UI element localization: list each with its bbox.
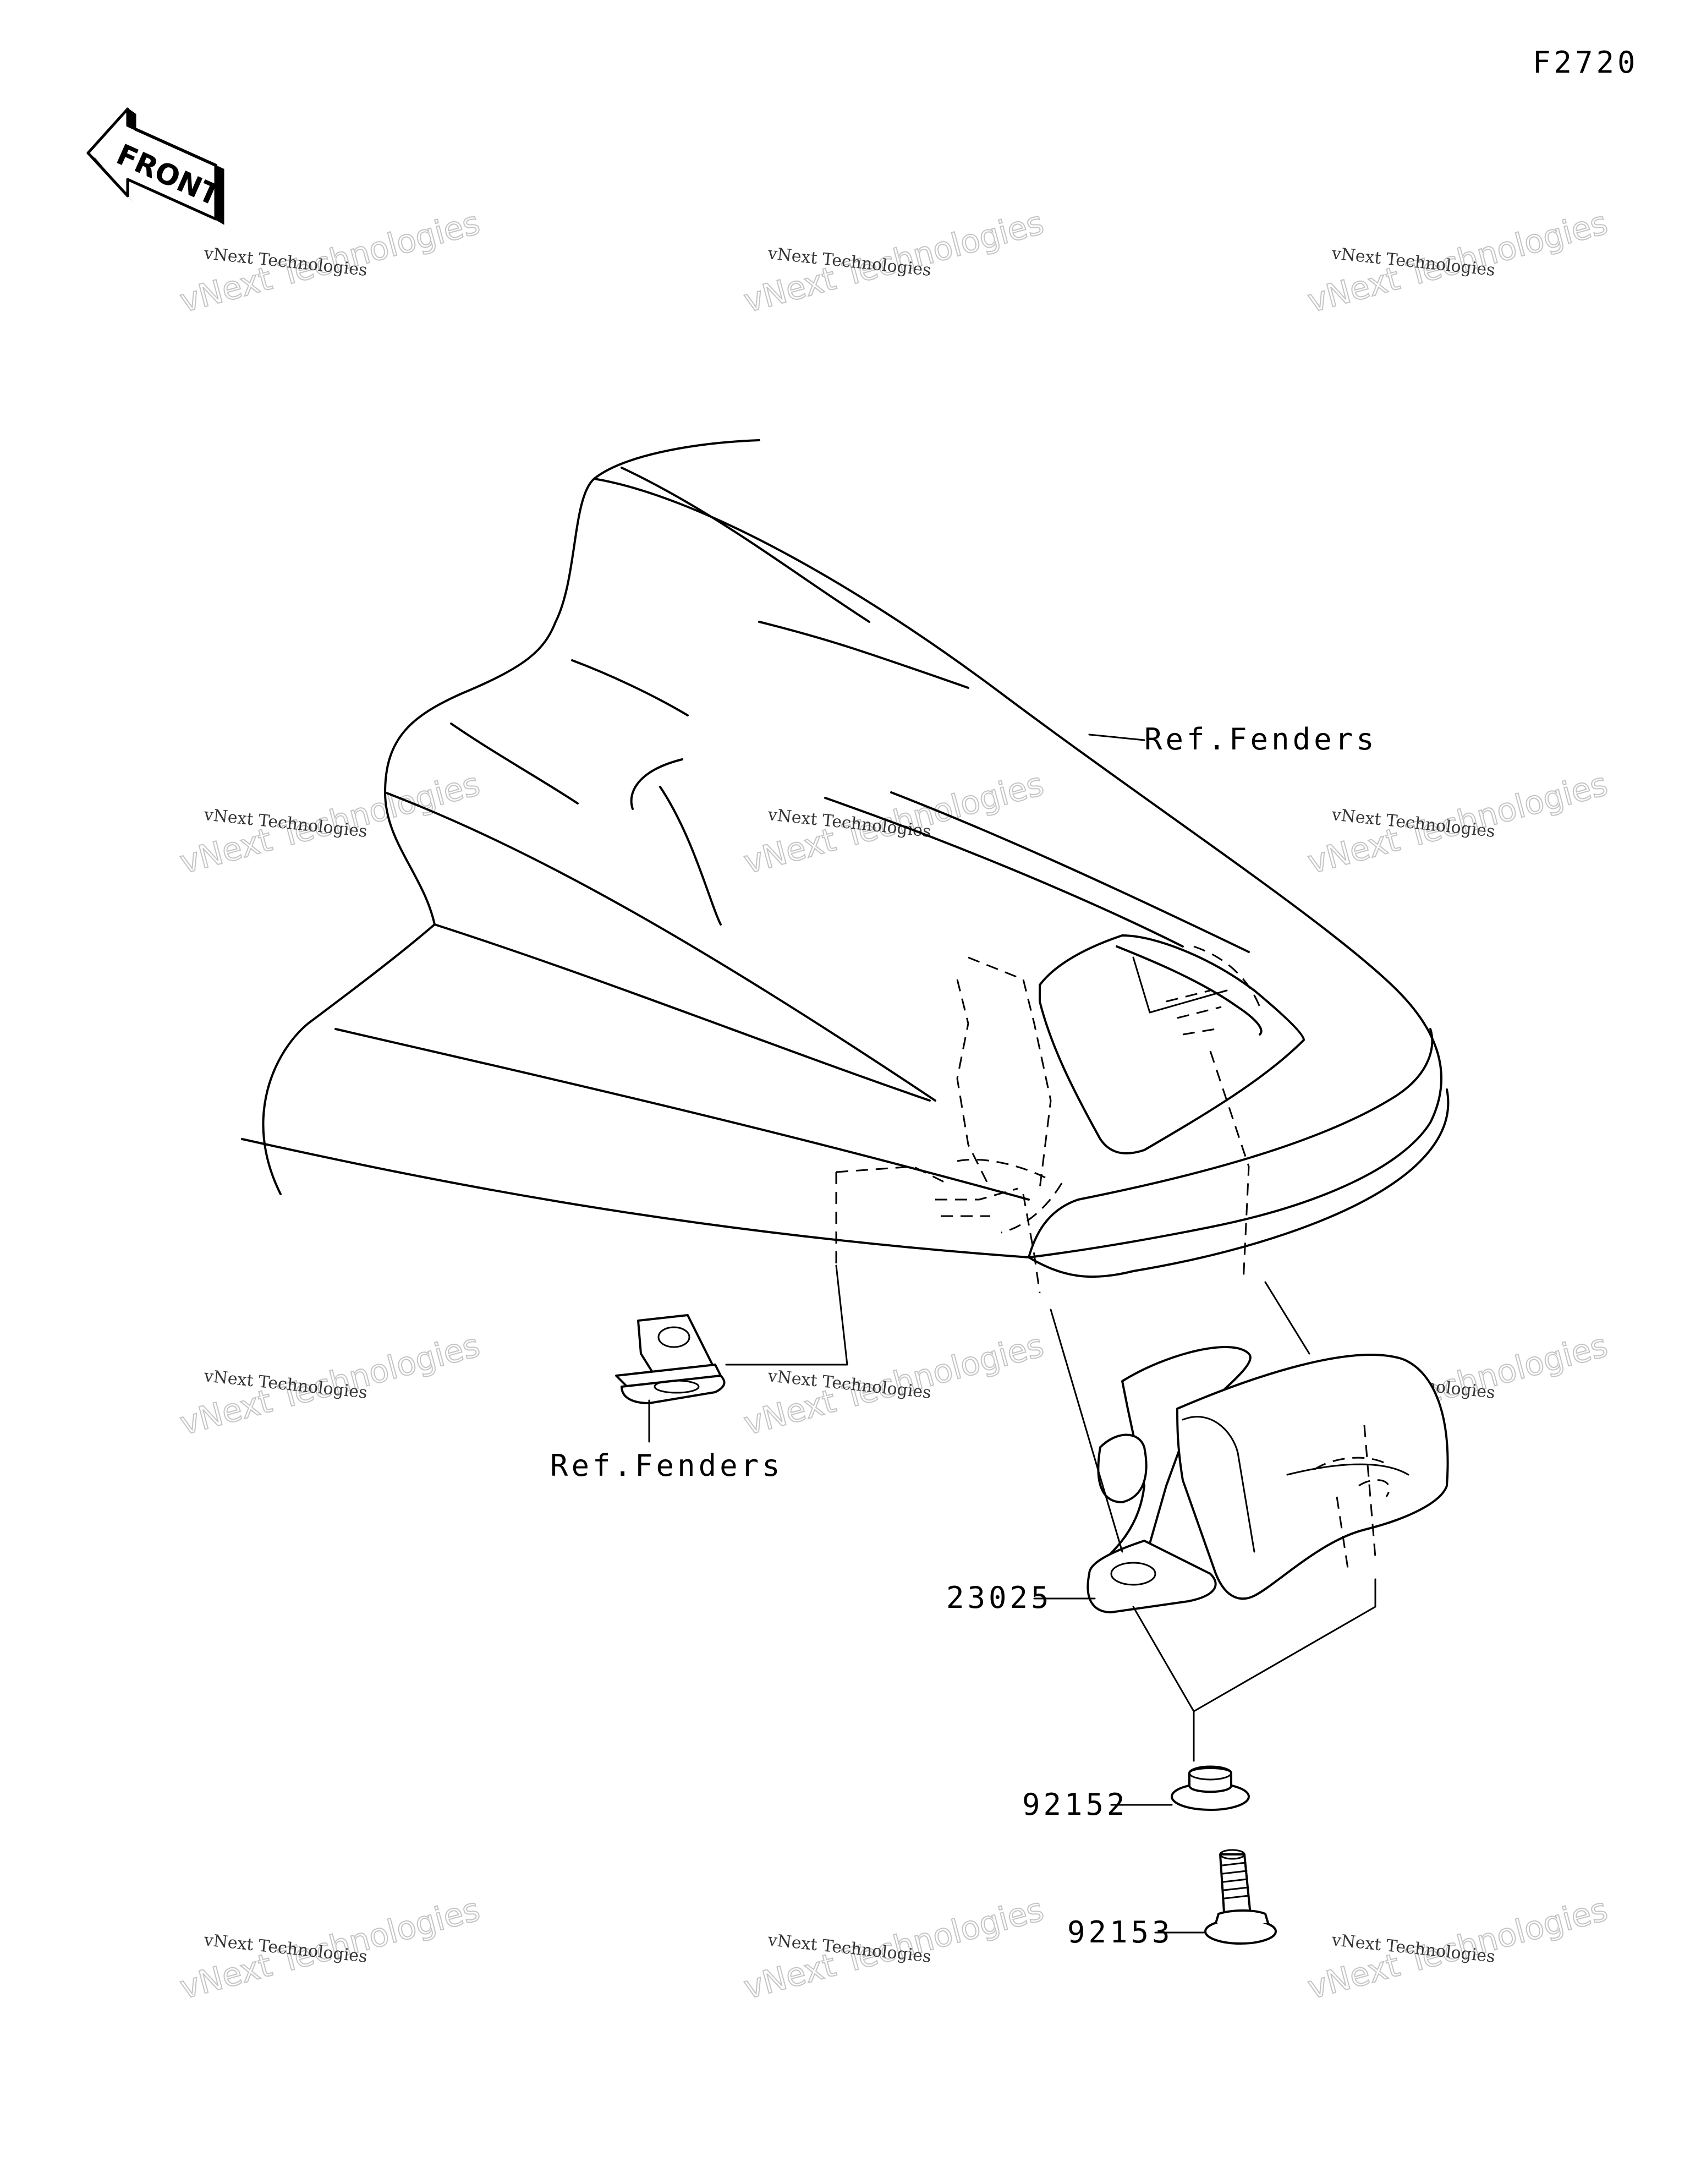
watermark: vNext Technologies vNext Technologies	[739, 203, 1048, 320]
part-number-92153: 92153	[1067, 1915, 1173, 1950]
ref-fenders-leader-top	[1088, 734, 1145, 741]
part-number-23025: 23025	[946, 1580, 1052, 1615]
watermark: vNext Technologies vNext Technologies	[1303, 1890, 1612, 2007]
part-number-92152: 92152	[1022, 1787, 1128, 1822]
guide-line	[1050, 1309, 1123, 1553]
guide-line	[1264, 1281, 1310, 1355]
watermark: vNext Technologies vNext Technologies	[1303, 764, 1612, 882]
figure-code: F2720	[1533, 45, 1639, 80]
watermark: vNext Technologies vNext Technologies	[739, 1326, 1048, 1443]
watermark: vNext Technologies vNext Technologies	[739, 1890, 1048, 2007]
ref-fenders-label-bottom: Ref.Fenders	[550, 1448, 783, 1483]
watermark: vNext Technologies vNext Technologies	[1303, 203, 1612, 320]
guide-line	[1193, 1578, 1376, 1762]
watermark: vNext Technologies vNext Technologies	[175, 1326, 484, 1443]
clip-nut-part	[615, 1314, 726, 1404]
rear-fender-drawing	[241, 439, 1450, 1294]
part-23025-bracket	[1087, 1346, 1449, 1613]
watermark: vNext Technologies vNext Technologies	[175, 1890, 484, 2007]
part-92153-bolt	[1204, 1849, 1277, 1945]
front-arrow-icon: FRONT	[86, 107, 225, 225]
guide-line	[1132, 1606, 1195, 1712]
ref-fenders-label-top: Ref.Fenders	[1144, 722, 1378, 757]
watermark: vNext Technologies vNext Technologies	[175, 764, 484, 882]
part-92152-grommet	[1171, 1765, 1250, 1811]
watermark-grid: vNext Technologies vNext Technologies vN…	[175, 203, 1612, 2007]
ref-fenders-leader-bottom	[725, 1265, 848, 1366]
